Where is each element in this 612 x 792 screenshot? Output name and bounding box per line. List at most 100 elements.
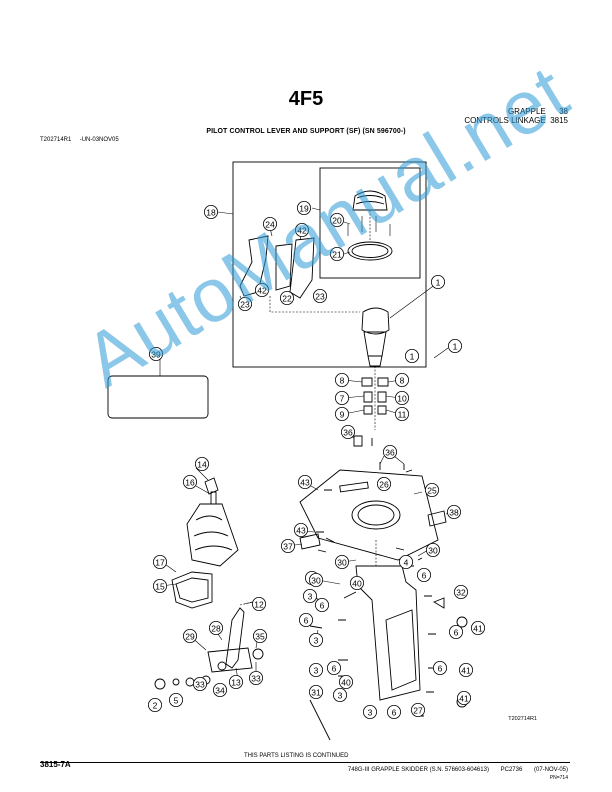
callout-circle xyxy=(279,290,294,305)
callout-circle xyxy=(349,576,364,591)
callout-label: 43 xyxy=(296,526,306,536)
figure-label: T202714R1 xyxy=(508,716,537,722)
callout-label: 18 xyxy=(206,208,216,218)
callout-circle xyxy=(293,523,308,538)
footer-catalog: PC2736 xyxy=(500,767,523,773)
callout-label: 33 xyxy=(251,674,261,684)
callout-label: 3 xyxy=(308,592,313,602)
callout-label: 6 xyxy=(332,664,337,674)
callout-circle xyxy=(404,348,419,363)
callout-circle xyxy=(308,573,323,588)
callout-label: 39 xyxy=(151,350,161,360)
callout-label: 21 xyxy=(332,250,342,260)
callout-label: 10 xyxy=(397,394,407,404)
callout-label: 33 xyxy=(195,680,205,690)
callout-circle xyxy=(280,539,295,554)
callout-circle xyxy=(334,406,349,421)
callout-circle xyxy=(458,663,473,678)
callout-circle xyxy=(308,633,323,648)
pad-38 xyxy=(427,510,447,527)
callout-label: 25 xyxy=(427,486,437,496)
callout-circle xyxy=(394,372,409,387)
callout-circle xyxy=(296,200,311,215)
callout-label: 24 xyxy=(265,220,275,230)
support-bracket xyxy=(355,540,421,701)
callout-label: 2 xyxy=(153,701,158,711)
callout-label: 29 xyxy=(185,632,195,642)
rod-31 xyxy=(309,699,331,741)
callout-circle xyxy=(424,482,439,497)
header-section: GRAPPLE 38 xyxy=(508,107,568,116)
page-code: 4F5 xyxy=(288,88,324,110)
callout-label: 1 xyxy=(410,352,415,362)
callout-circle xyxy=(386,705,401,720)
callout-label: 35 xyxy=(255,632,265,642)
callout-circle xyxy=(212,683,227,698)
callout-circle xyxy=(203,204,218,219)
panel-39 xyxy=(107,375,209,419)
callout-circle xyxy=(430,274,445,289)
footer-page-ref: 3815-7A xyxy=(40,760,71,769)
screw-set xyxy=(347,216,391,236)
callout-label: 17 xyxy=(155,558,165,568)
callout-label: 4 xyxy=(404,558,409,568)
callout-label: 36 xyxy=(343,428,353,438)
footer-date: (07-NOV-05) xyxy=(533,767,568,773)
callout-label: 12 xyxy=(254,600,264,610)
callout-label: 41 xyxy=(473,624,483,634)
callout-circle xyxy=(152,555,167,570)
callout-circle xyxy=(314,598,329,613)
callout-circle xyxy=(448,625,463,640)
footer-rule xyxy=(40,762,570,763)
callout-circle xyxy=(182,629,197,644)
subsection-number: 3815 xyxy=(550,116,568,125)
callout-circle xyxy=(248,671,263,686)
callout-label: 34 xyxy=(215,686,225,696)
listing-title: PILOT CONTROL LEVER AND SUPPORT (SF) (SN… xyxy=(206,128,406,135)
callout-label: 43 xyxy=(300,478,310,488)
detail-frame xyxy=(232,161,427,368)
callout-label: 7 xyxy=(340,394,345,404)
callout-circle xyxy=(329,246,344,261)
callout-label: 14 xyxy=(197,460,207,470)
callout-circle xyxy=(308,685,323,700)
figure-reference: T202714R1 -UN-03NOV05 xyxy=(40,137,119,143)
callout-circle xyxy=(252,629,267,644)
callout-label: 3 xyxy=(314,636,319,646)
callout-label: 6 xyxy=(438,664,443,674)
callout-circle xyxy=(382,444,397,459)
callout-label: 36 xyxy=(385,448,395,458)
callout-circle xyxy=(182,474,197,489)
callout-circle xyxy=(254,282,269,297)
callout-circle xyxy=(302,589,317,604)
callout-label: 1 xyxy=(453,342,458,352)
exploded-parts-diagram: 1112333334456666666788910111213141516171… xyxy=(107,161,537,741)
callout-circle xyxy=(416,568,431,583)
callout-label: 11 xyxy=(398,410,407,420)
callout-label: 32 xyxy=(456,588,466,598)
linkage-arm xyxy=(207,601,253,673)
callout-circle xyxy=(362,705,377,720)
callout-circle xyxy=(334,372,349,387)
callout-circle xyxy=(432,661,447,676)
callout-label: 23 xyxy=(315,292,325,302)
callout-circle xyxy=(147,698,162,713)
section-number: 38 xyxy=(559,107,568,116)
callout-label: 26 xyxy=(379,480,389,490)
callout-circle xyxy=(332,688,347,703)
callout-circle xyxy=(208,621,223,636)
callout-label: 6 xyxy=(304,616,309,626)
callout-label: 28 xyxy=(211,624,221,634)
callout-label: 3 xyxy=(368,708,373,718)
callout-label: 30 xyxy=(311,576,321,586)
callout-label: 42 xyxy=(257,286,267,296)
figure-date: -UN-03NOV05 xyxy=(79,137,119,143)
boot-detail-frame xyxy=(319,167,421,279)
callout-circle xyxy=(456,691,471,706)
callout-circle xyxy=(312,288,327,303)
figure-id: T202714R1 xyxy=(40,137,72,143)
callout-circle xyxy=(297,474,312,489)
callout-label: 6 xyxy=(392,708,397,718)
subsection-name: CONTROLS LINKAGE xyxy=(464,116,546,125)
callout-label: 3 xyxy=(338,691,343,701)
